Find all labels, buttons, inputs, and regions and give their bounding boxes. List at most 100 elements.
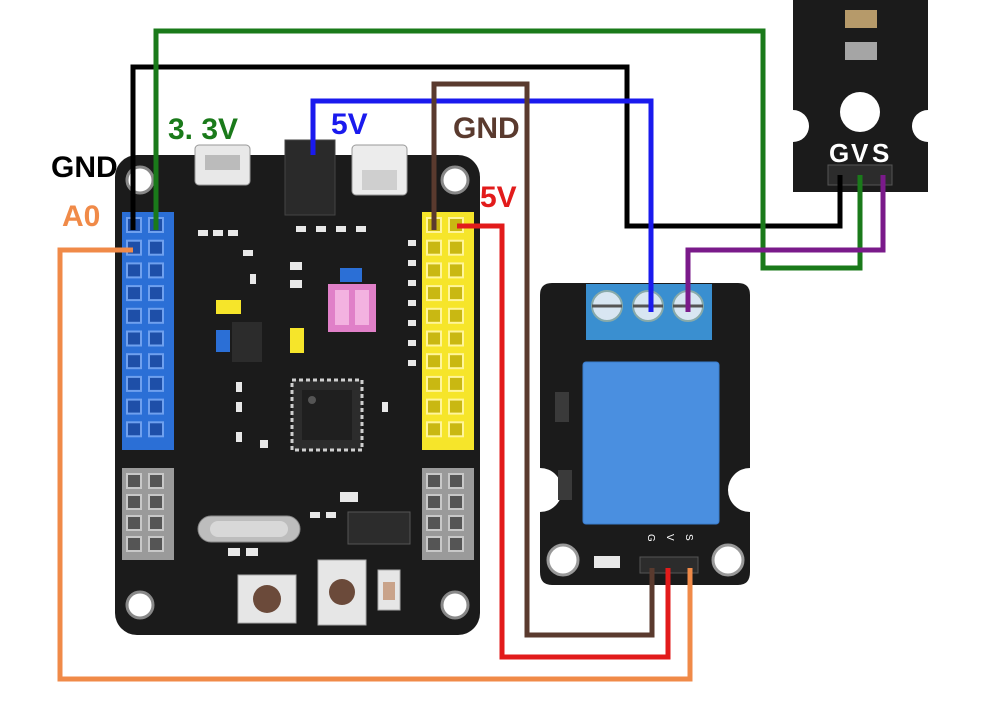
header-pin [126, 330, 142, 347]
smd-part [290, 262, 302, 270]
sensor-pin-label-g: G [829, 138, 849, 168]
mount-hole [125, 590, 155, 620]
label-5v-top: 5V [331, 108, 368, 141]
header-pin [148, 307, 164, 324]
smd-part [243, 250, 253, 256]
smd-components [198, 226, 416, 556]
header-pin [448, 239, 464, 256]
header-pin [426, 398, 442, 415]
smd-part [250, 274, 256, 284]
relay-body [582, 361, 720, 525]
header-pin [148, 262, 164, 279]
header-pin [148, 536, 164, 552]
label-a0: A0 [62, 200, 101, 233]
smd-part [310, 512, 320, 518]
smd-part [228, 548, 240, 556]
wire-signal [685, 175, 886, 312]
header-pin [126, 398, 142, 415]
wire-5v-relay [457, 223, 671, 660]
header-pin [448, 421, 464, 438]
smd-part [408, 340, 416, 346]
header-pin [448, 262, 464, 279]
header-pin [148, 353, 164, 370]
smd-part [336, 226, 346, 232]
header-pin [126, 375, 142, 392]
sensor-element-bottom [845, 42, 877, 60]
header-pin [448, 473, 464, 489]
header-pin [448, 375, 464, 392]
header-pin [148, 375, 164, 392]
smd-part [408, 360, 416, 366]
header-pin [148, 421, 164, 438]
smd-part [382, 402, 388, 412]
label-gnd-top: GND [453, 112, 520, 145]
relay-pin-label-s: S [683, 534, 694, 541]
wire-gnd [130, 64, 843, 230]
header-pin [126, 421, 142, 438]
header-pin [426, 330, 442, 347]
wire-gnd-relay [431, 81, 655, 638]
header-pin [126, 494, 142, 510]
controller-board [115, 139, 480, 635]
label-3v3: 3. 3V [168, 113, 239, 146]
smd-part [236, 382, 242, 392]
header-pin [126, 536, 142, 552]
header-pin [448, 307, 464, 324]
relay-mount-hole [711, 543, 745, 577]
smd-part [236, 402, 242, 412]
header-pin [148, 515, 164, 531]
grey-pin-header-left [122, 468, 174, 560]
smd-part [228, 230, 238, 236]
header-pin [448, 494, 464, 510]
smd-part [260, 440, 268, 448]
header-pin [448, 398, 464, 415]
sensor-mount-hole [840, 92, 880, 132]
sensor-element-top [845, 10, 877, 28]
sensor-pin-label-s: S [872, 138, 889, 168]
mount-hole [440, 165, 470, 195]
relay-pin-label-g: G [645, 534, 656, 542]
grey-pin-header-right [422, 468, 474, 560]
smd-part [326, 512, 336, 518]
smd-part [408, 260, 416, 266]
smd-part [296, 226, 306, 232]
header-pin [426, 307, 442, 324]
smd-part [316, 226, 326, 232]
yellow-pin-header [422, 212, 474, 450]
smd-part [198, 230, 208, 236]
relay-module: G V S [540, 283, 750, 585]
header-pin [426, 536, 442, 552]
dc-jack [284, 139, 336, 216]
header-pin [126, 473, 142, 489]
user-button [317, 559, 367, 626]
header-pin [426, 262, 442, 279]
header-pin [148, 239, 164, 256]
header-pin [126, 353, 142, 370]
header-pin [448, 353, 464, 370]
wire-5v-terminal [310, 98, 654, 312]
wire-a0 [57, 247, 693, 682]
sensor-module: G V S [793, 0, 928, 192]
header-pin [148, 285, 164, 302]
header-pin [426, 285, 442, 302]
smd-part [356, 226, 366, 232]
smd-part [290, 280, 302, 288]
header-pin [126, 515, 142, 531]
header-pin [426, 515, 442, 531]
mount-hole [440, 590, 470, 620]
smd-part [246, 548, 258, 556]
smd-part [408, 240, 416, 246]
relay-pin-label-v: V [664, 534, 675, 541]
smd-part [408, 320, 416, 326]
smd-part [340, 492, 358, 502]
smd-part [213, 230, 223, 236]
header-pin [148, 473, 164, 489]
smd-part [408, 280, 416, 286]
header-pin [448, 330, 464, 347]
smd-part [408, 300, 416, 306]
header-pin [126, 285, 142, 302]
header-pin [126, 262, 142, 279]
reset-button [237, 574, 297, 624]
header-pin [426, 353, 442, 370]
